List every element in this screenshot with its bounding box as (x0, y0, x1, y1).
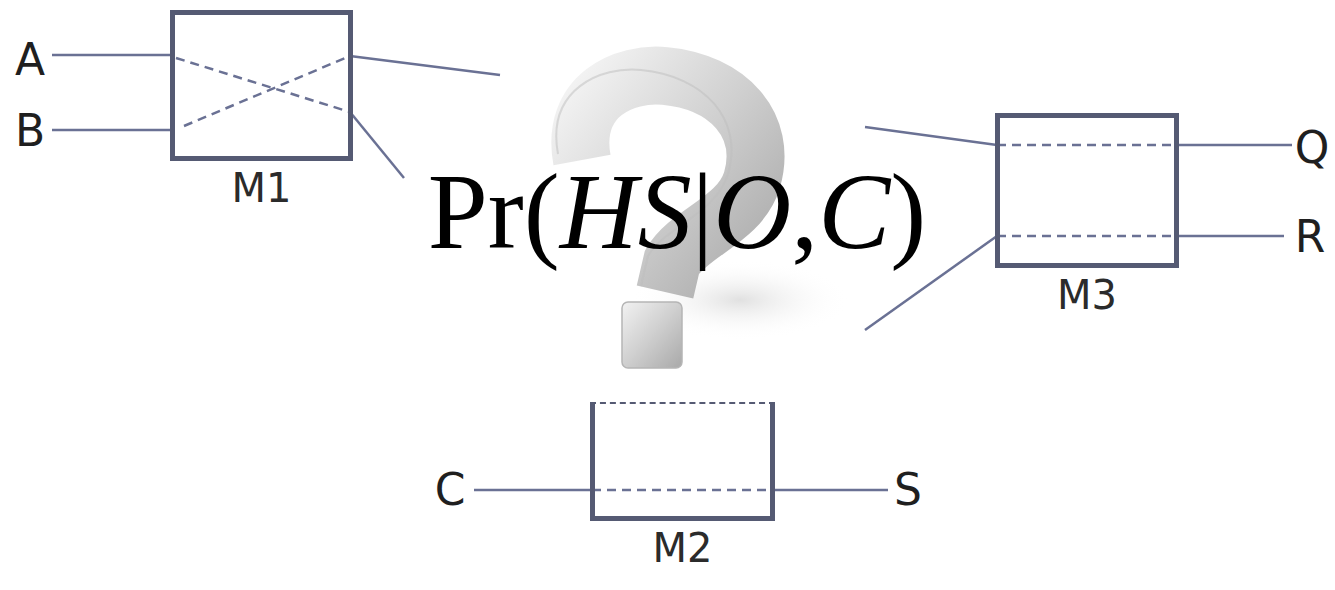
module-label: M1 (232, 168, 292, 208)
module-box: M3 (995, 113, 1179, 268)
wire (350, 112, 404, 178)
question-mark (556, 70, 850, 368)
signal-name: A (15, 38, 45, 82)
module-box: M1 (170, 10, 353, 161)
signal-name: Q (1295, 126, 1330, 170)
wire (52, 54, 172, 57)
probability-formula: Pr(HS|O,C) (428, 158, 927, 266)
wire (474, 489, 592, 492)
dashed-path (592, 489, 772, 492)
wire (772, 489, 888, 492)
wires (52, 55, 1292, 490)
dashed-path (997, 144, 1176, 147)
module-box: M2 (590, 402, 775, 521)
wire (1176, 235, 1284, 238)
signal-name: S (894, 468, 922, 512)
dashed-path (997, 235, 1176, 238)
wire (52, 129, 172, 132)
signal-name: R (1295, 215, 1326, 259)
dashed-path (184, 56, 350, 126)
signal-name: B (15, 109, 45, 153)
question-dot (622, 302, 682, 368)
wire (1176, 144, 1292, 147)
signal-name: C (435, 468, 466, 512)
wire (350, 56, 500, 75)
module-label: M3 (1057, 275, 1117, 315)
module-label: M2 (653, 528, 713, 568)
wire (865, 127, 997, 145)
question-edge (556, 70, 731, 286)
